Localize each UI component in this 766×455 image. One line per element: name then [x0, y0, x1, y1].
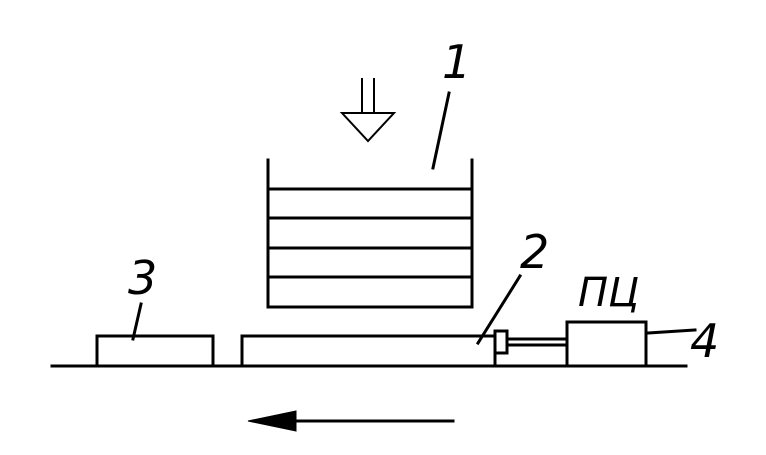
leader-line-1: [431, 91, 451, 170]
label-receiver: 3: [128, 251, 157, 305]
leader-line-3: [131, 302, 143, 341]
pneumatic-cylinder: [565, 320, 648, 368]
direction-arrow-icon: [247, 410, 455, 432]
label-cylinder: 4: [690, 314, 719, 368]
feed-arrow-icon: [339, 78, 397, 143]
pusher-plate: [240, 334, 497, 368]
label-pusher: 2: [520, 225, 549, 279]
label-cylinder-code: ПЦ: [578, 270, 639, 316]
piston-rod: [493, 329, 569, 355]
leader-line-4: [646, 328, 697, 335]
label-magazine: 1: [442, 35, 471, 89]
magazine: [266, 158, 474, 309]
receiver-block: [95, 334, 215, 368]
leader-line-2: [475, 273, 523, 346]
